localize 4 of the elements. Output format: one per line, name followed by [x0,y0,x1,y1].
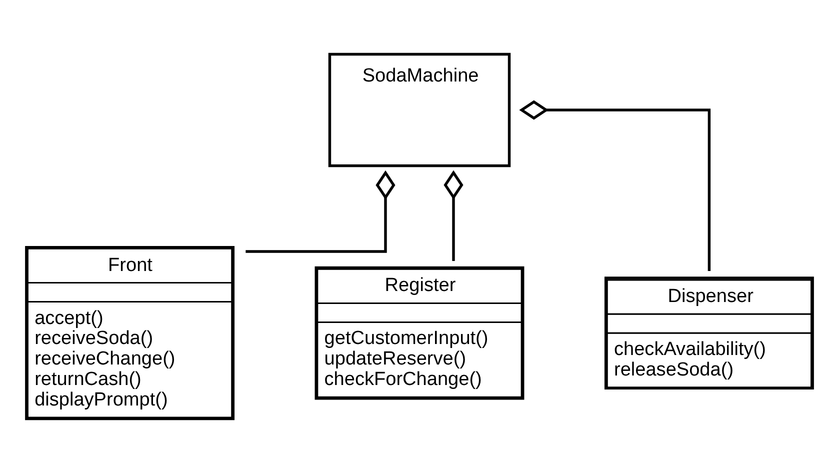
connector [519,100,711,271]
connector [246,170,396,253]
connector [444,170,464,261]
node-box: SodaMachine [328,52,511,168]
